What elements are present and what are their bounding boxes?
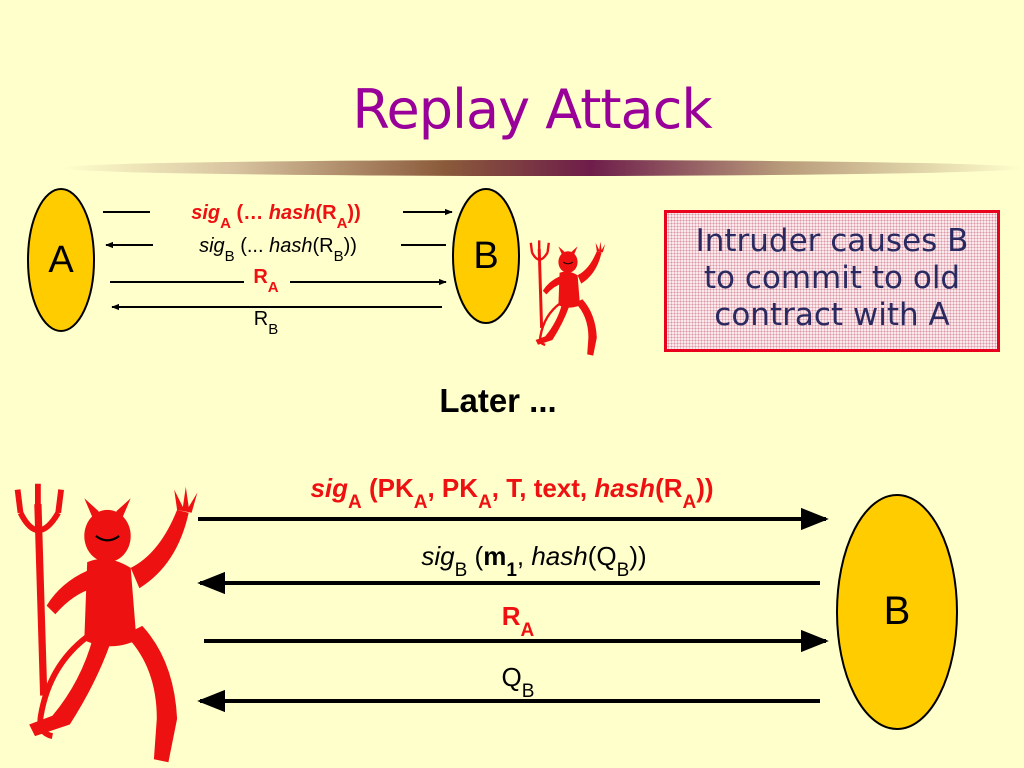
intruder-devil-large-icon <box>18 484 198 762</box>
later-label: Later ... <box>439 382 556 419</box>
title-divider <box>60 160 1024 176</box>
bottom-msg-4: QB <box>502 662 535 702</box>
bottom-msg-3: RA <box>502 601 535 641</box>
node-a <box>27 188 95 332</box>
top-msg-4: RB <box>254 308 278 338</box>
node-a-label: A <box>48 239 74 281</box>
note-line-2: to commit to old <box>703 260 961 296</box>
note-line-1: Intruder causes B <box>695 223 969 259</box>
bottom-msg-2: sigB (m1, hash(QB)) <box>421 541 646 581</box>
note-line-3: contract with A <box>714 297 950 333</box>
top-msg-3: RA <box>253 266 278 296</box>
page-title: Replay Attack <box>352 78 712 141</box>
top-msg-2: sigB (... hash(RB)) <box>199 235 357 265</box>
bottom-msg-1: sigA (PKA, PKA, T, text, hash(RA)) <box>310 473 713 513</box>
intruder-note-box: Intruder causes B to commit to old contr… <box>664 210 1000 352</box>
node-b-top-label: B <box>473 235 498 277</box>
node-b-top <box>452 188 520 324</box>
node-b-bottom <box>836 494 958 730</box>
top-msg-1: sigA (… hash(RA)) <box>191 202 361 232</box>
node-b-bottom-label: B <box>884 589 911 633</box>
intruder-devil-small-icon <box>529 238 607 358</box>
